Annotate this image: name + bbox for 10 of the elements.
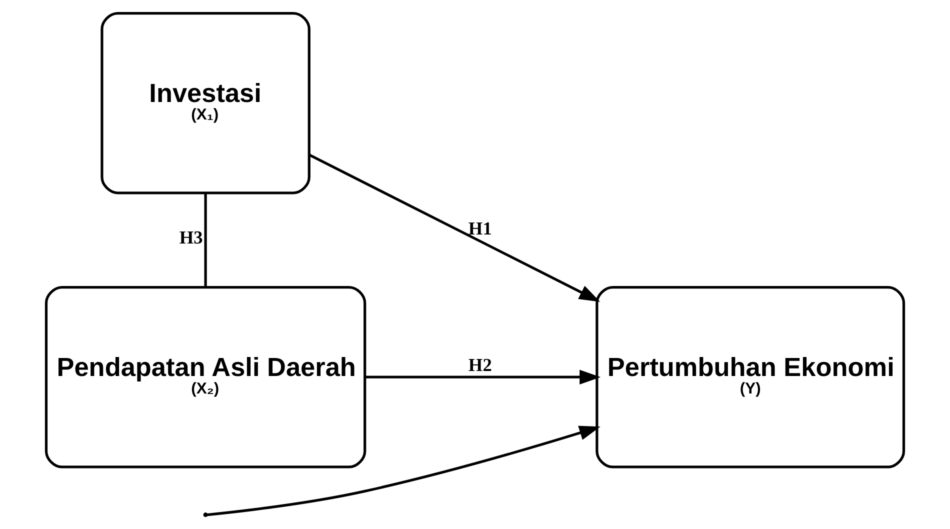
edge-label: H2 (468, 354, 492, 375)
edge-label: H3 (179, 228, 203, 248)
connector (204, 193, 207, 288)
edge-label: H1 (468, 218, 492, 238)
node-box: Pendapatan Asli Daerah (X₂) (44, 286, 366, 468)
node-box: Investasi (X₁) (100, 12, 310, 194)
arrow (206, 426, 600, 516)
node-box: Pertumbuhan Ekonomi (Y) (596, 286, 906, 468)
arrow (365, 370, 601, 384)
arrow (308, 154, 600, 302)
